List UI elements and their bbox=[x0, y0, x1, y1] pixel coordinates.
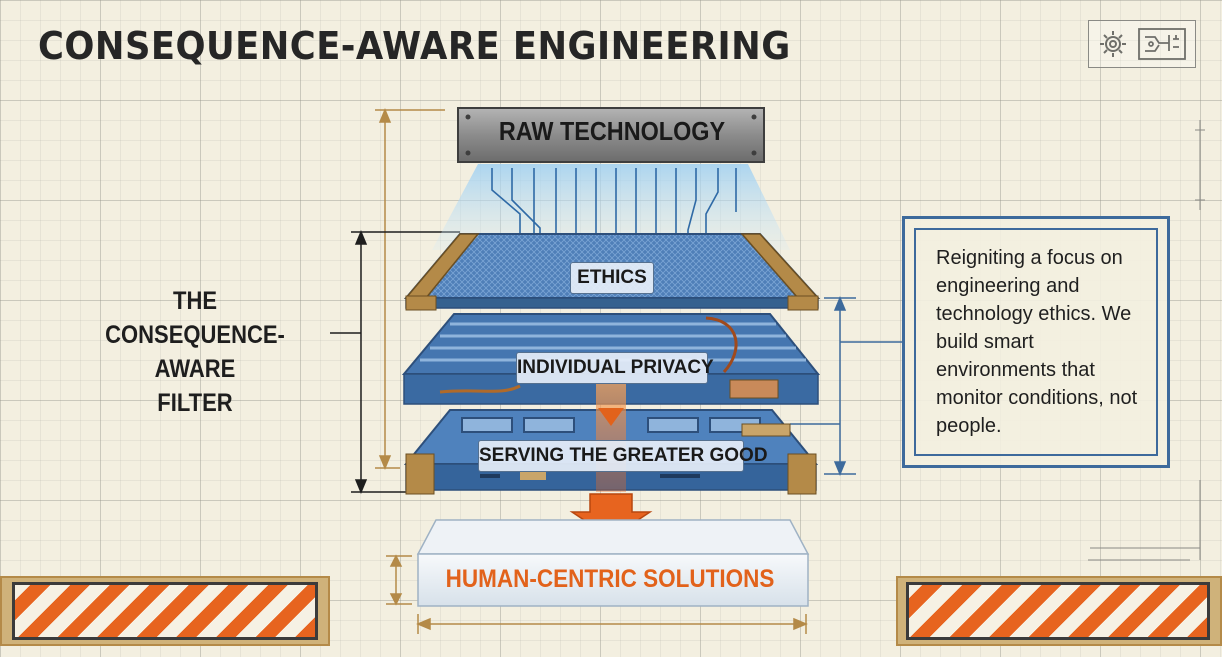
raw-technology-plate bbox=[457, 107, 765, 163]
light-beam bbox=[432, 164, 790, 250]
individual-privacy-layer bbox=[401, 313, 821, 405]
toolbar-icons bbox=[1088, 20, 1196, 68]
gear-icon[interactable] bbox=[1100, 31, 1126, 57]
info-text: Reigniting a focus on engineering and te… bbox=[936, 247, 1138, 437]
hazard-stripes-right bbox=[906, 582, 1210, 640]
filter-label-line-3: FILTER bbox=[157, 389, 233, 417]
human-centric-label: HUMAN-CENTRIC SOLUTIONS bbox=[445, 565, 775, 593]
greater-good-label: SERVING THE GREATER GOOD bbox=[478, 440, 768, 472]
blueprint-ticks bbox=[1088, 120, 1205, 561]
page-title: CONSEQUENCE-AWARE ENGINEERING bbox=[38, 24, 791, 68]
filter-label-line-2: CONSEQUENCE-AWARE bbox=[105, 321, 285, 383]
info-box: Reigniting a focus on engineering and te… bbox=[902, 216, 1170, 468]
dimension-line-left-outer bbox=[375, 108, 445, 470]
dimension-line-bottom bbox=[386, 554, 808, 634]
filter-label-line-1: THE bbox=[173, 287, 217, 315]
individual-privacy-label: INDIVIDUAL PRIVACY bbox=[516, 352, 714, 384]
circuit-schematic-icon[interactable] bbox=[1138, 28, 1186, 60]
raw-technology-label: RAW TECHNOLOGY bbox=[498, 116, 726, 146]
dimension-line-right bbox=[790, 296, 902, 476]
info-box-inner-border: Reigniting a focus on engineering and te… bbox=[914, 228, 1158, 456]
ethics-label: ETHICS bbox=[570, 262, 654, 294]
filter-label: THE CONSEQUENCE-AWARE FILTER bbox=[67, 284, 322, 420]
human-centric-slab bbox=[416, 519, 810, 607]
hazard-stripes-left bbox=[12, 582, 318, 640]
orange-beam bbox=[596, 384, 626, 492]
